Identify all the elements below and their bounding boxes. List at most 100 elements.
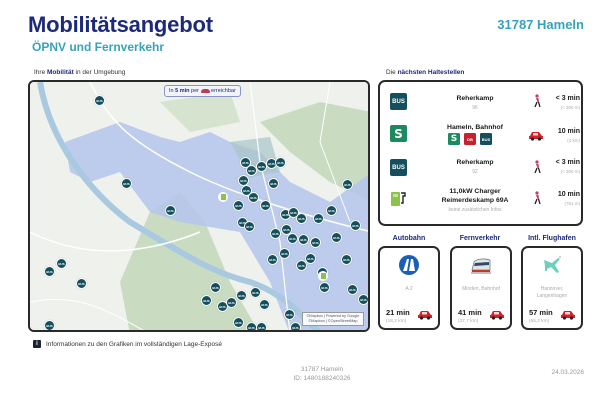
- bus-stop-pin[interactable]: BUS: [241, 185, 252, 196]
- travel-time: 10 min: [557, 128, 580, 135]
- bus-stop-pin[interactable]: BUS: [296, 213, 307, 224]
- bus-stop-pin[interactable]: BUS: [270, 228, 281, 239]
- bus-stop-pin[interactable]: BUS: [287, 233, 298, 244]
- card-destination: A 2: [405, 286, 413, 292]
- car-icon: [529, 132, 543, 141]
- car-icon: [490, 311, 504, 320]
- stop-name: Reherkamp: [456, 95, 494, 102]
- bus-stop-pin[interactable]: BUS: [298, 234, 309, 245]
- stop-name-line2: Reimerdeskamp 69A: [441, 196, 509, 204]
- stop-line: 96: [472, 105, 478, 111]
- ev-charger-pin[interactable]: [318, 271, 328, 281]
- bus-stop-pin[interactable]: BUS: [319, 282, 330, 293]
- travel-time: < 3 min: [555, 95, 580, 102]
- bus-icon: BUS: [480, 133, 492, 145]
- travel-distance: (< 300 m): [560, 105, 580, 110]
- stop-row[interactable]: BUS Reherkamp 96 < 3 min (< 300 m): [380, 88, 581, 122]
- bus-stop-pin[interactable]: BUS: [326, 205, 337, 216]
- mobility-map[interactable]: In 5 min per erreichbar BUS BUS BUS BUS …: [28, 80, 370, 332]
- bus-stop-pin[interactable]: BUS: [210, 282, 221, 293]
- bus-stop-pin[interactable]: BUS: [290, 322, 301, 330]
- bus-stop-pin[interactable]: BUS: [331, 232, 342, 243]
- card-destination: Minden, Bahnhof: [462, 286, 500, 292]
- bus-stop-pin[interactable]: BUS: [288, 207, 299, 218]
- isochrone-badge: In 5 min per erreichbar: [164, 85, 241, 97]
- bus-stop-pin[interactable]: BUS: [296, 260, 307, 271]
- info-icon: i: [33, 340, 41, 348]
- travel-distance: (< 300 m): [560, 169, 580, 174]
- card-title-autobahn: Autobahn: [392, 235, 426, 242]
- bus-stop-pin[interactable]: BUS: [226, 297, 237, 308]
- autobahn-icon: [399, 255, 419, 275]
- bus-stop-pin[interactable]: BUS: [44, 266, 55, 277]
- bus-stop-pin[interactable]: BUS: [201, 295, 212, 306]
- bus-stop-pin[interactable]: BUS: [56, 258, 67, 269]
- s-bahn-icon: S: [448, 133, 460, 145]
- bus-stop-pin[interactable]: BUS: [310, 237, 321, 248]
- card-distance: (18,2 km): [386, 319, 407, 324]
- card-time: 21 min: [386, 308, 410, 317]
- card-distance: (65,2 km): [529, 319, 550, 324]
- bus-stop-pin[interactable]: BUS: [94, 95, 105, 106]
- map-section-label: Ihre Mobilität in der Umgebung: [34, 69, 126, 76]
- nearest-stops-panel: BUS Reherkamp 96 < 3 min (< 300 m) S Ham…: [378, 80, 583, 226]
- bus-stop-pin[interactable]: BUS: [305, 253, 316, 264]
- bus-stop-pin[interactable]: BUS: [347, 284, 358, 295]
- stop-name: Hameln, Bahnhof: [447, 124, 503, 131]
- bus-stop-pin[interactable]: BUS: [275, 157, 286, 168]
- stop-name: Reherkamp: [456, 159, 494, 166]
- bus-stop-pin[interactable]: BUS: [284, 309, 295, 320]
- page-subtitle: ÖPNV und Fernverkehr: [32, 40, 165, 54]
- bus-stop-pin[interactable]: BUS: [256, 322, 267, 330]
- bus-stop-pin[interactable]: BUS: [358, 294, 368, 305]
- ev-charger-pin[interactable]: [218, 192, 228, 202]
- bus-stop-pin[interactable]: BUS: [342, 179, 353, 190]
- bus-icon: BUS: [390, 159, 407, 176]
- bus-stop-pin[interactable]: BUS: [268, 178, 279, 189]
- stop-row[interactable]: S Hameln, Bahnhof S DB BUS 10 min (4 km): [380, 122, 581, 156]
- bus-stop-pin[interactable]: BUS: [259, 299, 270, 310]
- walking-icon: [534, 94, 541, 108]
- card-autobahn[interactable]: A 2 21 min (18,2 km): [378, 246, 440, 330]
- train-icon: [471, 258, 491, 274]
- stops-section-label: Die nächsten Haltestellen: [386, 69, 465, 76]
- bus-stop-pin[interactable]: BUS: [165, 205, 176, 216]
- bus-stop-pin[interactable]: BUS: [76, 278, 87, 289]
- stop-name-line1: 11,0kW Charger: [449, 188, 501, 195]
- travel-distance: (4 km): [567, 138, 580, 143]
- bus-stop-pin[interactable]: BUS: [244, 221, 255, 232]
- card-title-fernverkehr: Fernverkehr: [459, 235, 501, 242]
- walking-icon: [534, 191, 541, 205]
- bus-icon: BUS: [390, 93, 407, 110]
- footer-date: 24.03.2026: [551, 369, 584, 376]
- card-fernverkehr[interactable]: Minden, Bahnhof 41 min (37,7 km): [450, 246, 512, 330]
- db-regional-icon: DB: [464, 133, 476, 145]
- bus-stop-pin[interactable]: BUS: [350, 220, 361, 231]
- stop-row[interactable]: 11,0kW Charger Reimerdeskamp 69A keine z…: [380, 186, 581, 220]
- bus-stop-pin[interactable]: BUS: [248, 192, 259, 203]
- bus-stop-pin[interactable]: BUS: [279, 248, 290, 259]
- travel-time: < 3 min: [555, 159, 580, 166]
- bus-stop-pin[interactable]: BUS: [233, 317, 244, 328]
- bus-stop-pin[interactable]: BUS: [313, 213, 324, 224]
- bus-stop-pin[interactable]: BUS: [281, 224, 292, 235]
- bus-stop-pin[interactable]: BUS: [246, 165, 257, 176]
- bus-stop-pin[interactable]: BUS: [44, 320, 55, 330]
- bus-stop-pin[interactable]: BUS: [236, 290, 247, 301]
- bus-stop-pin[interactable]: BUS: [267, 254, 278, 265]
- bus-stop-pin[interactable]: BUS: [233, 200, 244, 211]
- stop-row[interactable]: BUS Reherkamp 92 < 3 min (< 300 m): [380, 156, 581, 190]
- card-distance: (37,7 km): [458, 319, 479, 324]
- stop-line: 92: [472, 169, 478, 175]
- bus-stop-pin[interactable]: BUS: [260, 200, 271, 211]
- bus-stop-pin[interactable]: BUS: [250, 287, 261, 298]
- map-attribution[interactable]: ©Mapbox | Powered by Google ©Mapbox | ©O…: [302, 312, 364, 326]
- card-flughafen[interactable]: Hannover, Langenhagen 57 min (65,2 km): [521, 246, 583, 330]
- stop-info: keine zusätzlichen Infos: [448, 207, 502, 213]
- card-destination: Hannover, Langenhagen: [536, 286, 568, 299]
- bus-stop-pin[interactable]: BUS: [341, 254, 352, 265]
- bus-stop-pin[interactable]: BUS: [240, 157, 251, 168]
- bus-stop-pin[interactable]: BUS: [121, 178, 132, 189]
- walking-icon: [534, 160, 541, 174]
- travel-time: 10 min: [557, 191, 580, 198]
